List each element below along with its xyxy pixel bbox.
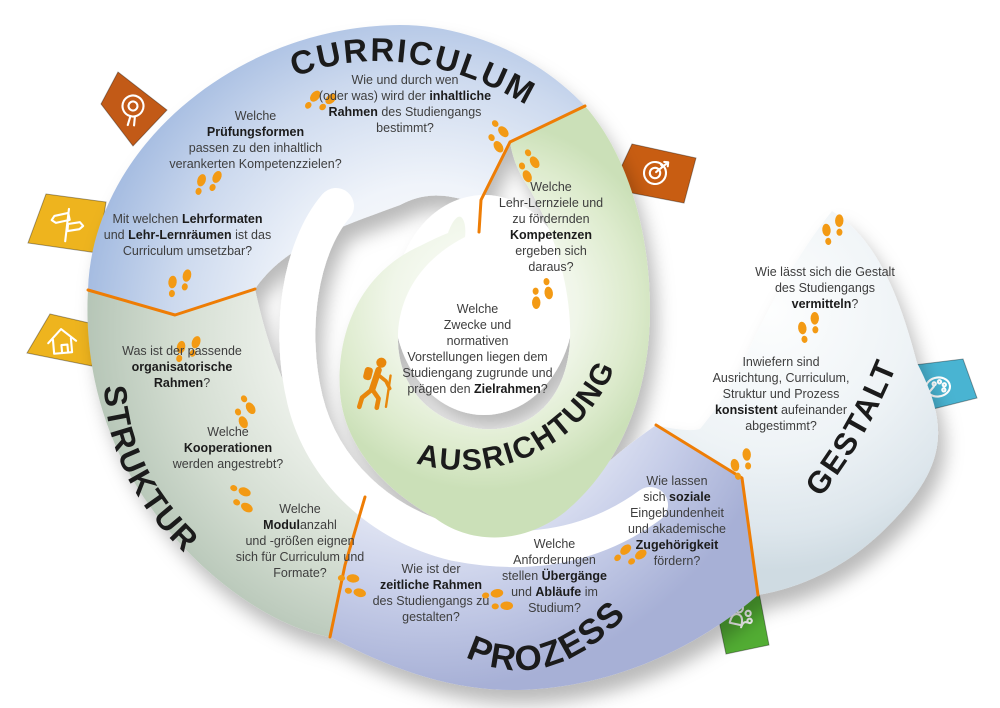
segment-divider (86, 287, 257, 317)
house-icon (47, 327, 78, 355)
segment-divider (328, 495, 367, 639)
gestalt-segment (656, 211, 939, 595)
hiker-icon (356, 357, 392, 411)
target-icon (642, 160, 670, 186)
segment-dividers (86, 104, 760, 639)
signpost-icon (50, 207, 85, 243)
ausrichtung-segment (339, 106, 650, 538)
struktur-segment (87, 289, 365, 637)
curriculum-segment (88, 25, 585, 315)
segment-divider (654, 423, 760, 597)
segment-divider (477, 104, 587, 234)
medal-icon (121, 94, 145, 127)
medal-flag (100, 71, 168, 147)
curriculum-question-1: Wie und durch wen(oder was) wird der inh… (318, 73, 492, 135)
house-flag (26, 313, 99, 367)
spiral-channel (279, 188, 668, 568)
